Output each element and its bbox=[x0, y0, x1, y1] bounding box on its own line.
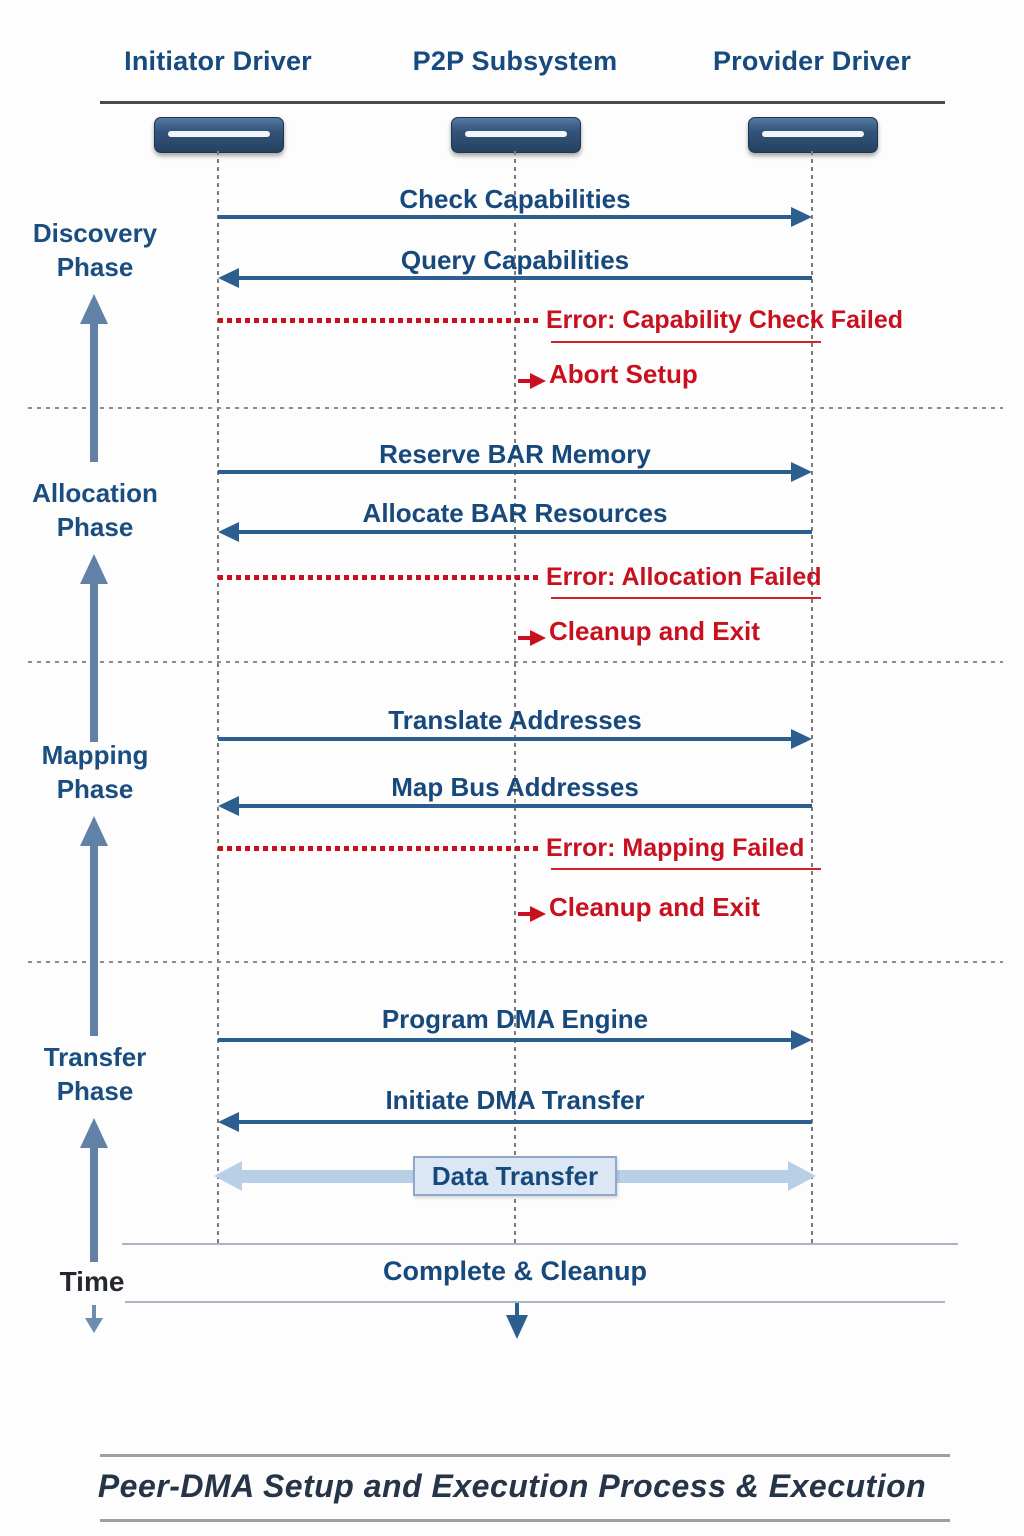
error-action-arrow bbox=[518, 912, 532, 916]
phase-label-discovery: Discovery Phase bbox=[32, 218, 158, 283]
time-arrow-stem bbox=[92, 1305, 96, 1319]
actor-box-highlight bbox=[465, 131, 567, 137]
error-label: Error: Allocation Failed bbox=[546, 563, 822, 591]
error-action-label: Cleanup and Exit bbox=[549, 892, 760, 922]
message-arrow-forward bbox=[218, 470, 794, 474]
message-label: Allocate BAR Resources bbox=[362, 498, 668, 528]
error-dotted-line bbox=[218, 575, 538, 580]
arrowhead-left-icon bbox=[218, 522, 239, 542]
diagram-caption: Peer-DMA Setup and Execution Process & E… bbox=[97, 1468, 927, 1504]
up-arrow-icon bbox=[80, 294, 108, 324]
up-arrow-stem bbox=[90, 322, 98, 462]
phase-label-mapping: Mapping Phase bbox=[41, 740, 149, 805]
message-label: Translate Addresses bbox=[388, 705, 642, 735]
phase-separator bbox=[28, 961, 1003, 963]
message-arrow-back bbox=[236, 276, 812, 280]
error-action-arrow bbox=[518, 379, 532, 383]
error-label: Error: Mapping Failed bbox=[546, 834, 805, 862]
footer-rule bbox=[122, 1243, 958, 1245]
message-label: Query Capabilities bbox=[400, 245, 630, 275]
error-action-arrow bbox=[518, 636, 532, 640]
message-label: Initiate DMA Transfer bbox=[385, 1085, 645, 1115]
error-action-label: Abort Setup bbox=[549, 359, 698, 389]
up-arrow-stem bbox=[90, 582, 98, 742]
phase-label-allocation: Allocation Phase bbox=[32, 478, 158, 543]
actor-box-highlight bbox=[168, 131, 270, 137]
header-rule bbox=[100, 101, 945, 104]
lifeline-provider bbox=[811, 151, 813, 1243]
error-label: Error: Capability Check Failed bbox=[546, 306, 904, 334]
phase-separator bbox=[28, 661, 1003, 663]
error-underline bbox=[551, 868, 821, 870]
lifeline-p2p bbox=[514, 151, 516, 1243]
lifeline-initiator bbox=[217, 151, 219, 1243]
arrowhead-right-icon bbox=[530, 373, 546, 389]
message-label: Check Capabilities bbox=[399, 184, 631, 214]
arrowhead-right-icon bbox=[791, 1030, 812, 1050]
phase-label-transfer: Transfer Phase bbox=[43, 1042, 147, 1107]
message-arrow-forward bbox=[218, 1038, 794, 1042]
message-arrow-back bbox=[236, 804, 812, 808]
data-transfer-label: Data Transfer bbox=[413, 1156, 617, 1196]
time-axis-label: Time bbox=[59, 1266, 125, 1297]
error-dotted-line bbox=[218, 846, 538, 851]
up-arrow-stem bbox=[90, 1146, 98, 1262]
arrowhead-right-icon bbox=[788, 1161, 816, 1191]
actor-box-p2p bbox=[451, 117, 581, 153]
error-underline bbox=[551, 597, 821, 599]
message-arrow-back bbox=[236, 1120, 812, 1124]
error-underline bbox=[551, 341, 821, 343]
message-label: Map Bus Addresses bbox=[391, 772, 639, 802]
arrowhead-left-icon bbox=[218, 796, 239, 816]
arrowhead-right-icon bbox=[530, 630, 546, 646]
message-arrow-back bbox=[236, 530, 812, 534]
actor-title-provider: Provider Driver bbox=[712, 46, 912, 76]
down-arrow-stem bbox=[515, 1303, 519, 1319]
phase-separator bbox=[28, 407, 1003, 409]
message-label: Reserve BAR Memory bbox=[379, 439, 651, 469]
down-arrow-icon bbox=[85, 1318, 103, 1333]
down-arrow-icon bbox=[506, 1315, 528, 1339]
actor-box-initiator bbox=[154, 117, 284, 153]
up-arrow-stem bbox=[90, 844, 98, 1036]
arrowhead-left-icon bbox=[218, 268, 239, 288]
arrowhead-right-icon bbox=[530, 906, 546, 922]
error-dotted-line bbox=[218, 318, 538, 323]
actor-box-provider bbox=[748, 117, 878, 153]
arrowhead-right-icon bbox=[791, 462, 812, 482]
actor-title-p2p: P2P Subsystem bbox=[412, 46, 618, 76]
footer-rule bbox=[125, 1301, 945, 1303]
arrowhead-right-icon bbox=[791, 729, 812, 749]
message-arrow-forward bbox=[218, 737, 794, 741]
up-arrow-icon bbox=[80, 554, 108, 584]
caption-rule bbox=[100, 1454, 950, 1457]
arrowhead-left-icon bbox=[214, 1161, 242, 1191]
up-arrow-icon bbox=[80, 816, 108, 846]
actor-title-initiator: Initiator Driver bbox=[124, 46, 312, 76]
message-arrow-forward bbox=[218, 215, 794, 219]
arrowhead-right-icon bbox=[791, 207, 812, 227]
error-action-label: Cleanup and Exit bbox=[549, 616, 760, 646]
complete-cleanup-label: Complete & Cleanup bbox=[382, 1256, 648, 1286]
up-arrow-icon bbox=[80, 1118, 108, 1148]
caption-rule bbox=[100, 1519, 950, 1522]
message-label: Program DMA Engine bbox=[381, 1004, 649, 1034]
actor-box-highlight bbox=[762, 131, 864, 137]
arrowhead-left-icon bbox=[218, 1112, 239, 1132]
